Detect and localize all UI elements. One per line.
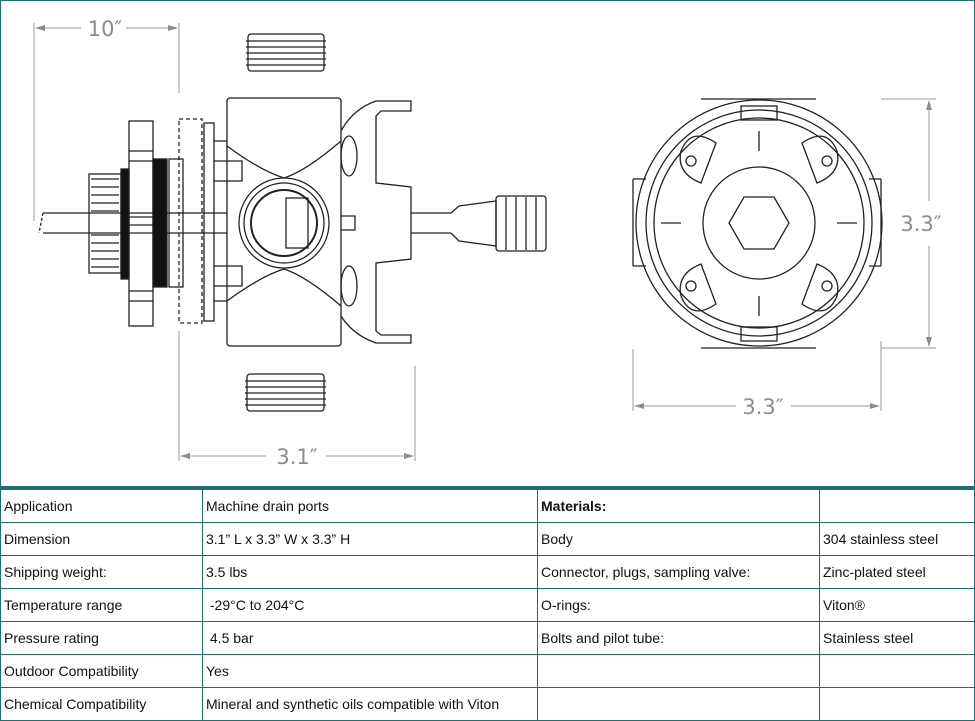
material-label xyxy=(537,654,820,688)
spec-value: 3.5 lbs xyxy=(202,555,538,589)
spec-label: Dimension xyxy=(0,522,203,556)
spec-value: Mineral and synthetic oils compatible wi… xyxy=(202,687,538,721)
spec-value: 3.1” L x 3.3” W x 3.3” H xyxy=(202,522,538,556)
table-row: Shipping weight: 3.5 lbs Connector, plug… xyxy=(0,555,975,589)
material-label xyxy=(537,687,820,721)
spec-label: Shipping weight: xyxy=(0,555,203,589)
spec-value: Machine drain ports xyxy=(202,489,538,523)
table-row: Pressure rating 4.5 bar Bolts and pilot … xyxy=(0,621,975,655)
spec-label: Outdoor Compatibility xyxy=(0,654,203,688)
material-label: O-rings: xyxy=(537,588,820,622)
section-divider xyxy=(0,486,975,489)
dimension-body-length: 3.1″ xyxy=(276,445,317,469)
material-value xyxy=(819,489,975,523)
material-label: Body xyxy=(537,522,820,556)
table-row: Dimension 3.1” L x 3.3” W x 3.3” H Body … xyxy=(0,522,975,556)
dimension-cable-length: 10″ xyxy=(88,17,123,41)
spec-label: Temperature range xyxy=(0,588,203,622)
spec-label: Pressure rating xyxy=(0,621,203,655)
table-row: Temperature range -29°C to 204°C O-rings… xyxy=(0,588,975,622)
material-value: Stainless steel xyxy=(819,621,975,655)
spec-label: Chemical Compatibility xyxy=(0,687,203,721)
technical-drawing: 10″ 3.1″ 3.3″ 3.3″ xyxy=(33,17,942,469)
material-value: Zinc-plated steel xyxy=(819,555,975,589)
material-value: Viton® xyxy=(819,588,975,622)
material-label: Bolts and pilot tube: xyxy=(537,621,820,655)
material-value xyxy=(819,687,975,721)
table-row: Chemical Compatibility Mineral and synth… xyxy=(0,687,975,721)
material-value xyxy=(819,654,975,688)
front-view-drawing xyxy=(632,98,883,349)
dimension-height: 3.3″ xyxy=(900,212,941,236)
side-view-drawing xyxy=(38,33,547,412)
materials-heading: Materials: xyxy=(537,489,820,523)
material-label: Connector, plugs, sampling valve: xyxy=(537,555,820,589)
spec-value: 4.5 bar xyxy=(202,621,538,655)
spec-label: Application xyxy=(0,489,203,523)
spec-value: -29°C to 204°C xyxy=(202,588,538,622)
table-row: Application Machine drain ports Material… xyxy=(0,489,975,523)
spec-value: Yes xyxy=(202,654,538,688)
dimension-lines xyxy=(33,23,936,461)
material-value: 304 stainless steel xyxy=(819,522,975,556)
specifications-table: Application Machine drain ports Material… xyxy=(0,489,975,721)
dimension-width: 3.3″ xyxy=(742,395,783,419)
table-row: Outdoor Compatibility Yes xyxy=(0,654,975,688)
